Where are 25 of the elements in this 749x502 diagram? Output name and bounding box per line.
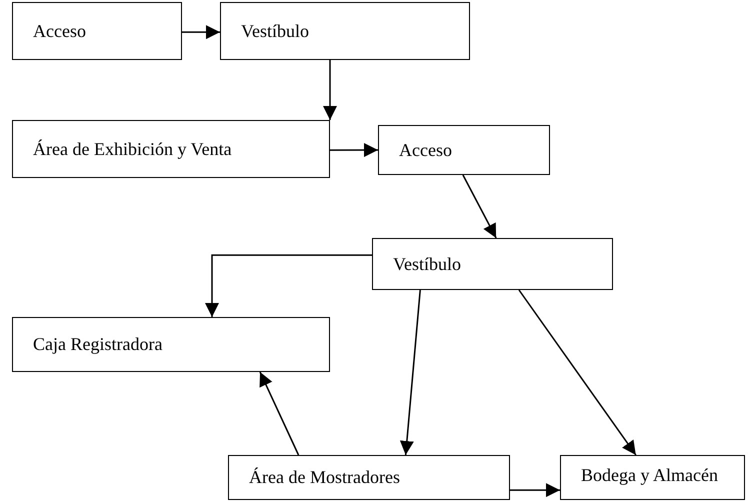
process-box [12, 2, 182, 60]
box-label: Acceso [33, 20, 86, 42]
box-label: Acceso [399, 138, 452, 162]
arrow [323, 60, 337, 120]
arrow [205, 254, 372, 317]
box-label: Vestíbulo [393, 252, 462, 276]
box-label: Vestíbulo [241, 20, 310, 42]
process-box [372, 238, 613, 290]
process-box [228, 455, 510, 500]
process-box [12, 317, 330, 372]
process-box [378, 125, 550, 175]
process-box [560, 455, 745, 500]
arrow [330, 143, 378, 158]
arrow [510, 483, 560, 498]
arrow [462, 174, 497, 238]
arrow [400, 290, 421, 456]
process-box [12, 120, 330, 178]
arrow [518, 290, 636, 456]
process-box [220, 2, 470, 60]
arrow [259, 372, 300, 456]
box-label: Bodega y Almacén [581, 464, 718, 486]
box-label: Caja Registradora [33, 333, 162, 356]
arrow [182, 25, 220, 40]
box-label: Área de Mostradores [249, 466, 400, 489]
box-label: Área de Exhibición y Venta [33, 138, 232, 160]
